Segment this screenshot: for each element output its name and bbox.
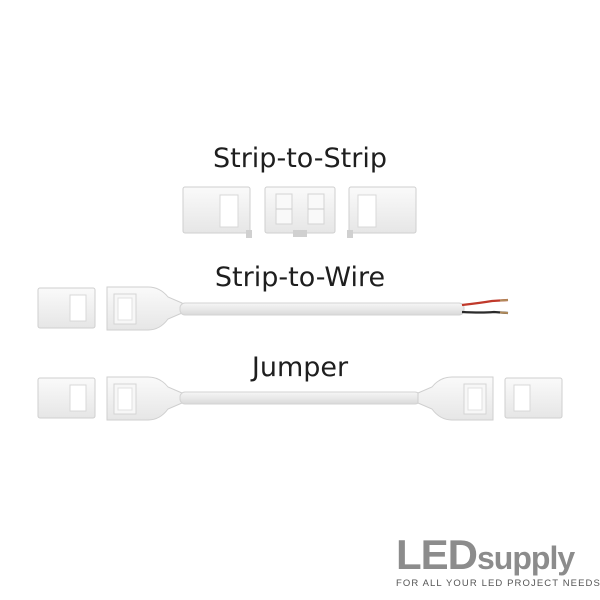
jumper-label: Jumper <box>251 352 349 383</box>
logo-wordmark: LEDsupply <box>396 531 575 586</box>
jumper-left-connector <box>106 376 183 421</box>
strip-to-strip-label: Strip-to-Strip <box>212 143 388 174</box>
strip-to-wire-cable <box>179 298 509 316</box>
logo-tagline: FOR ALL YOUR LED PROJECT NEEDS <box>396 578 600 589</box>
jumper-right-connector <box>417 376 494 421</box>
ledsupply-logo: LEDsupply FOR ALL YOUR LED PROJECT NEEDS <box>396 531 600 593</box>
jumper-left-clip <box>37 377 96 419</box>
strip-to-strip-left-clip <box>182 186 252 238</box>
strip-to-strip-right-clip <box>347 186 417 238</box>
logo-led-text: LED <box>396 531 478 578</box>
strip-to-strip-center-connector <box>264 186 336 237</box>
strip-to-wire-clip <box>37 287 96 329</box>
jumper-right-clip <box>504 377 563 419</box>
logo-supply-text: supply <box>477 540 575 576</box>
strip-to-wire-label: Strip-to-Wire <box>214 262 386 293</box>
strip-to-wire-connector <box>106 286 183 331</box>
jumper-cable <box>179 391 421 405</box>
